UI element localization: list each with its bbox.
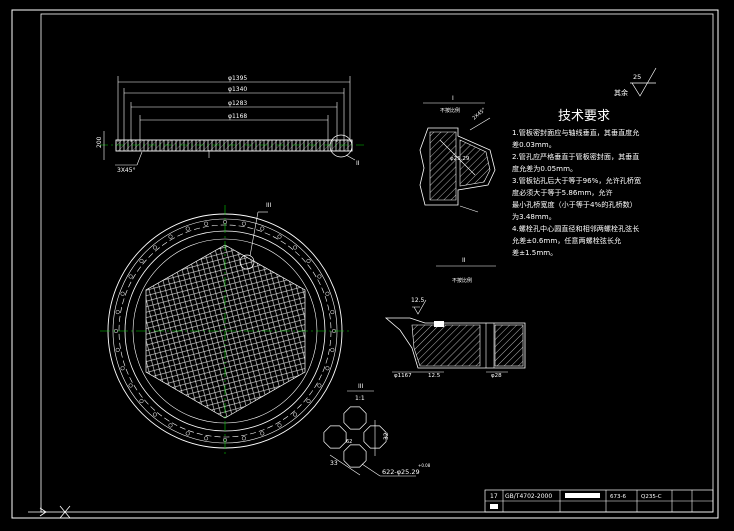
- bolt-hole: [204, 221, 209, 226]
- bolt-hole: [325, 291, 330, 296]
- detail-ii-dim-b: 12.5: [428, 373, 441, 379]
- detail-ii-roughness: 12.5: [411, 297, 425, 304]
- roughness-note: 其余 25: [614, 67, 657, 97]
- side-view: φ1395 φ1340 φ1283 φ1168 200 3X45° II: [96, 75, 365, 174]
- detail-iii-hole-tol: +0.08: [418, 463, 431, 468]
- bolt-hole: [168, 423, 173, 428]
- plan-view: III: [100, 202, 350, 455]
- tube-hole-octagon: [363, 425, 387, 449]
- detail-iii-scale: 1:1: [355, 395, 365, 402]
- bolt-hole: [152, 245, 157, 250]
- item-number: 17: [490, 493, 498, 500]
- inner-frame: [40, 13, 714, 513]
- bolt-hole: [120, 291, 125, 296]
- bolt-hole: [139, 399, 144, 404]
- bolt-hole: [115, 347, 120, 352]
- bolt-hole: [241, 221, 246, 226]
- detail-iii-callout: III: [266, 202, 272, 209]
- dim-d1395: φ1395: [228, 75, 247, 82]
- detail-i-hole-dim: φ25.29: [450, 156, 470, 162]
- requirement-line-5: 度必须大于等于5.86mm，允许: [512, 188, 613, 197]
- bolt-hole: [204, 436, 209, 441]
- detail-ii: II 不按比例 12.5 φ1167 12.5 φ28: [384, 257, 526, 379]
- detail-iii: III 1:1 32 33 62 622-φ25.29 +0.08: [323, 383, 431, 477]
- bolt-hole: [277, 234, 282, 239]
- dim-d1340: φ1340: [228, 86, 247, 93]
- bolt-hole: [241, 436, 246, 441]
- detail-ii-title: II: [462, 257, 466, 264]
- title-block: 17 GB/T4702-2000 673-6 Q235-C: [484, 489, 714, 513]
- roughness-label: 其余: [614, 88, 628, 97]
- technical-requirements: 技术要求 1.管板密封面应与轴线垂直，其垂直度允 差0.03mm。 2.管孔应严…: [512, 109, 641, 257]
- bolt-hole: [128, 383, 133, 388]
- bolt-hole: [139, 258, 144, 263]
- bolt-hole: [306, 399, 311, 404]
- bolt-hole: [330, 310, 335, 315]
- chamfer-3x45: 3X45°: [117, 167, 136, 174]
- detail-ii-subtitle: 不按比例: [452, 277, 472, 284]
- dim-d1168: φ1168: [228, 113, 247, 120]
- detail-ii-callout: II: [356, 160, 360, 167]
- bolt-hole: [293, 245, 298, 250]
- detail-iii-horizontal: 33: [330, 460, 338, 467]
- bolt-hole: [330, 347, 335, 352]
- detail-i-chamfer: 2X45°: [471, 107, 487, 122]
- material: Q235-C: [641, 494, 662, 500]
- detail-i-subtitle: 不按比例: [440, 107, 460, 114]
- requirement-line-10: 差±1.5mm。: [512, 248, 557, 257]
- requirement-line-3: 度允差为0.05mm。: [512, 164, 577, 173]
- bolt-hole: [277, 423, 282, 428]
- bolt-hole: [120, 366, 125, 371]
- requirement-line-9: 允差±0.6mm，任意两螺栓弦长允: [512, 236, 621, 245]
- bolt-hole: [306, 258, 311, 263]
- bolt-hole: [317, 383, 322, 388]
- detail-iii-pitch: 32: [383, 432, 390, 440]
- requirement-line-4: 3.管板钻孔后大于等于96%，允许孔桥宽: [512, 176, 641, 185]
- requirement-line-2: 2.管孔应严格垂直于管板密封面，其垂直: [512, 152, 639, 161]
- bolt-hole: [260, 226, 265, 231]
- detail-ii-dim-a: φ1167: [394, 373, 412, 379]
- standard-number: GB/T4702-2000: [505, 493, 552, 500]
- requirement-line-6: 最小孔桥宽度（小于等于4%的孔桥数）: [512, 200, 637, 209]
- requirement-line-1: 差0.03mm。: [512, 140, 556, 149]
- detail-i: I 不按比例 φ25.29 2X45°: [419, 95, 496, 213]
- bolt-hole: [293, 412, 298, 417]
- requirement-line-0: 1.管板密封面应与轴线垂直，其垂直度允: [512, 128, 639, 137]
- dim-d1283: φ1283: [228, 100, 247, 107]
- bolt-hole: [152, 412, 157, 417]
- bolt-hole: [168, 234, 173, 239]
- part-code: 673-6: [610, 494, 626, 500]
- detail-ii-dim-c: φ28: [491, 373, 502, 379]
- requirements-title: 技术要求: [558, 109, 610, 124]
- requirement-line-8: 4.螺栓孔中心圆直径和相邻两螺栓孔弦长: [512, 224, 639, 233]
- ucs-icon: [28, 505, 71, 519]
- requirement-line-7: 为3.48mm。: [512, 212, 556, 221]
- detail-iii-hole-spec: 622-φ25.29: [382, 468, 420, 476]
- detail-iii-small: 62: [346, 439, 352, 445]
- bolt-hole: [325, 366, 330, 371]
- tube-hole-octagon: [323, 425, 347, 449]
- roughness-value: 25: [633, 73, 641, 81]
- bolt-hole: [317, 274, 322, 279]
- dim-200: 200: [96, 136, 103, 148]
- bolt-hole: [260, 431, 265, 436]
- bolt-hole: [185, 226, 190, 231]
- bolt-hole: [128, 274, 133, 279]
- bolt-hole: [115, 310, 120, 315]
- bolt-hole: [185, 431, 190, 436]
- detail-i-title: I: [452, 95, 454, 102]
- tube-hole-octagon: [343, 406, 367, 430]
- detail-iii-title: III: [358, 383, 364, 390]
- tube-hole-octagon: [343, 444, 367, 468]
- outer-frame: [11, 9, 719, 519]
